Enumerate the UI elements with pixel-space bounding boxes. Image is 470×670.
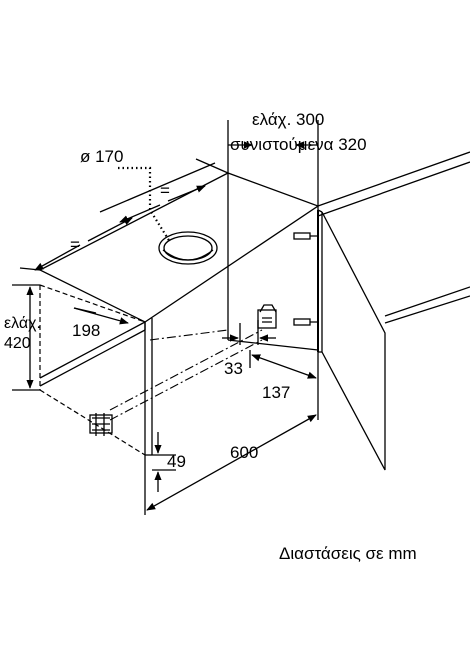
dimension-lines	[12, 120, 319, 515]
label-equal-left: =	[70, 235, 80, 254]
mounting-bracket-left	[89, 413, 113, 436]
cabinet-top-board	[38, 172, 320, 387]
label-min-height-value: 420	[4, 335, 31, 352]
label-dim-198: 198	[72, 321, 100, 340]
duct-opening	[158, 231, 218, 265]
door-hinges	[293, 232, 318, 326]
label-recommended-320: συνιστούμενα 320	[230, 135, 367, 154]
wall-outline	[317, 151, 470, 324]
label-dim-600: 600	[230, 443, 258, 462]
cabinet-body	[39, 173, 319, 456]
label-min-height-word: ελάχ.	[4, 315, 41, 332]
label-dim-33: 33	[224, 359, 243, 378]
mounting-bracket-right	[257, 304, 277, 329]
hood-centre-lines	[109, 329, 263, 421]
units-caption: Διαστάσεις σε mm	[279, 544, 417, 563]
label-min-300: ελάχ. 300	[252, 110, 324, 129]
label-diameter: ø 170	[80, 147, 123, 166]
cabinet-door	[317, 209, 386, 471]
label-dim-137: 137	[262, 383, 290, 402]
label-dim-49: 49	[167, 452, 186, 471]
label-equal-top: =	[160, 181, 170, 200]
